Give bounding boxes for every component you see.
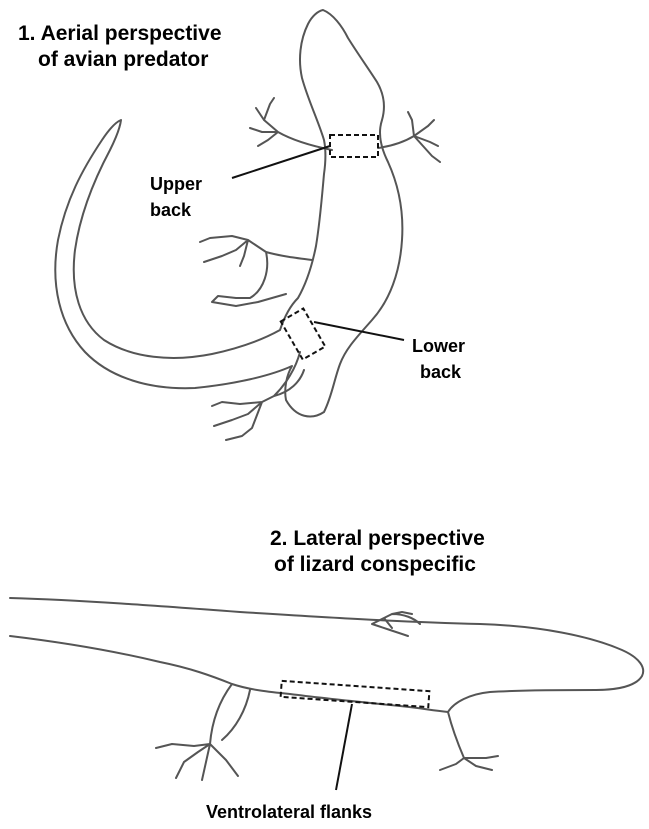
- aerial-hind-right-leg: [212, 352, 304, 440]
- ventrolateral-flanks-label: Ventrolateral flanks: [206, 802, 372, 822]
- upper-back-region: [330, 135, 378, 157]
- lateral-panel: 2. Lateral perspective of lizard conspec…: [10, 527, 643, 822]
- ventrolateral-flanks-region: [281, 681, 430, 707]
- lateral-far-front-leg: [372, 612, 420, 636]
- upper-back-leader-line: [232, 146, 330, 178]
- upper-back-label-line-1: Upper: [150, 174, 202, 194]
- flanks-leader-line: [336, 704, 352, 790]
- lower-back-leader-line: [314, 322, 404, 340]
- lateral-title-line-1: 2. Lateral perspective: [270, 527, 485, 550]
- lower-back-label-line-2: back: [420, 362, 462, 382]
- aerial-title-line-2: of avian predator: [38, 48, 208, 71]
- aerial-lizard-outline: [55, 10, 440, 440]
- lower-back-label-line-1: Lower: [412, 336, 465, 356]
- lateral-near-hind-leg: [156, 684, 250, 780]
- lower-back-region: [281, 308, 326, 359]
- lateral-title-line-2: of lizard conspecific: [274, 553, 476, 576]
- upper-back-label-line-2: back: [150, 200, 192, 220]
- aerial-hind-left-leg: [200, 236, 312, 306]
- aerial-panel: 1. Aerial perspective of avian predator …: [18, 10, 465, 440]
- aerial-title-line-1: 1. Aerial perspective: [18, 22, 222, 45]
- lateral-near-front-leg: [440, 712, 498, 770]
- lateral-body-outline: [10, 598, 643, 712]
- aerial-front-left-leg: [250, 98, 332, 150]
- lateral-lizard-outline: [10, 598, 643, 780]
- aerial-front-right-leg: [378, 112, 440, 162]
